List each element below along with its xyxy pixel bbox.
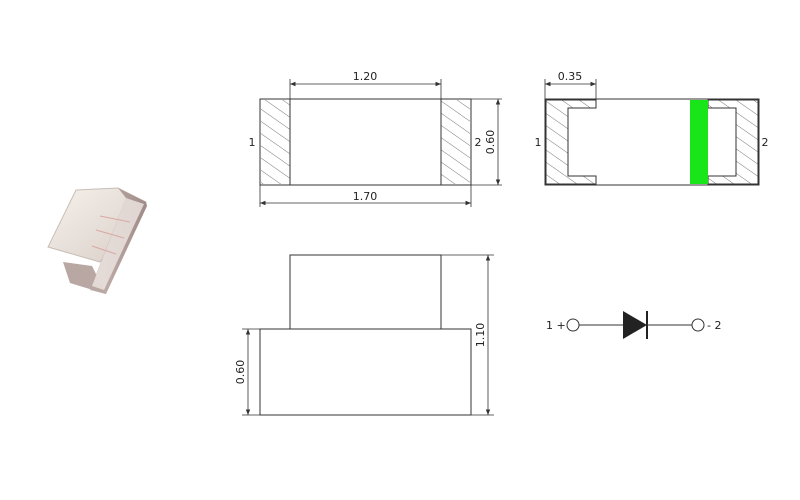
cathode-terminal [691, 318, 705, 332]
side-body [259, 328, 472, 416]
cathode-label: - 2 [707, 319, 721, 332]
anode-label: 1 + [546, 319, 566, 332]
bottom-pad-1-label: 1 [535, 136, 542, 149]
top-dim-1.20-label: 1.20 [353, 70, 378, 83]
top-pad-2-label: 2 [475, 136, 482, 149]
top-pad-1-label: 1 [249, 136, 256, 149]
bottom-view: 0.35 1 2 [535, 70, 769, 186]
diode-symbol: 1 + - 2 [546, 311, 721, 339]
bottom-dim-0.35-label: 0.35 [558, 70, 583, 83]
anode-terminal [566, 318, 580, 332]
led-photo [47, 187, 147, 294]
top-dim-1.70-label: 1.70 [353, 190, 378, 203]
polarity-mark [690, 100, 708, 184]
side-dim-1.10-label: 1.10 [474, 323, 487, 348]
bottom-pad-2-label: 2 [762, 136, 769, 149]
top-dim-0.60-label: 0.60 [484, 130, 497, 155]
side-view: 0.60 1.10 [234, 254, 494, 416]
side-dim-0.60-label: 0.60 [234, 360, 247, 385]
bottom-pad-left [545, 99, 597, 185]
top-pad-right [441, 100, 470, 184]
top-view: 1.20 1.70 0.60 1 2 [249, 70, 502, 207]
side-lens [289, 254, 442, 330]
top-pad-left [261, 100, 290, 184]
diode-triangle [623, 311, 647, 339]
bottom-pad-right [707, 99, 759, 185]
